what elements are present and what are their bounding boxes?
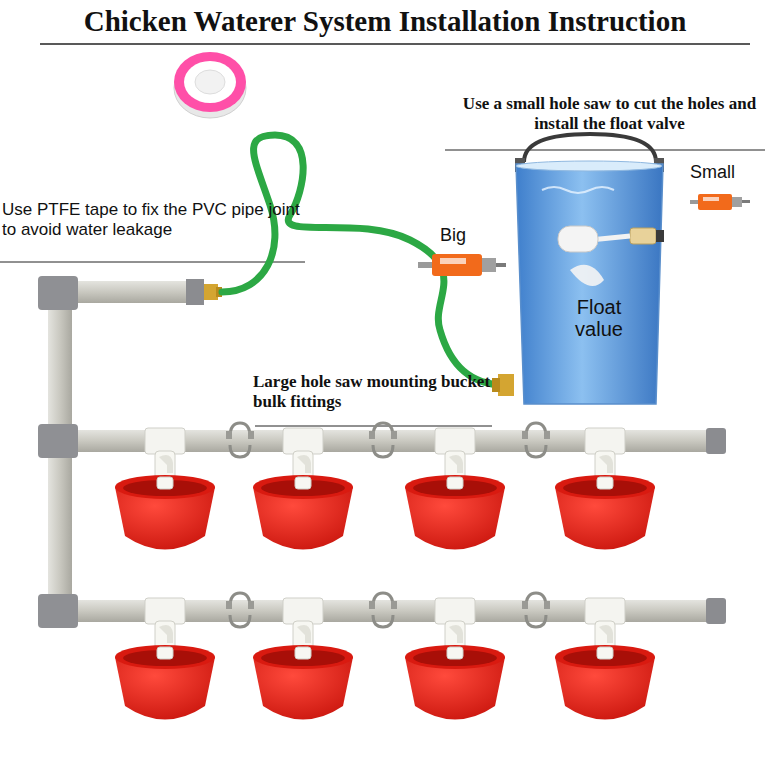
- instruction-note: Use PTFE tape to fix the PVC pipe joint …: [2, 200, 307, 241]
- instruction-note: Large hole saw mounting bucket bulk fitt…: [253, 372, 493, 413]
- bucket-outline: [512, 132, 667, 410]
- diagram-title: Chicken Waterer System Installation Inst…: [20, 4, 750, 39]
- saw-size-label: Small: [690, 162, 760, 184]
- saw-size-label: Big: [440, 225, 490, 247]
- node-text: Float value: [564, 296, 634, 340]
- water-bucket: Float value: [512, 132, 667, 410]
- instruction-note: Use a small hole saw to cut the holes an…: [452, 94, 767, 135]
